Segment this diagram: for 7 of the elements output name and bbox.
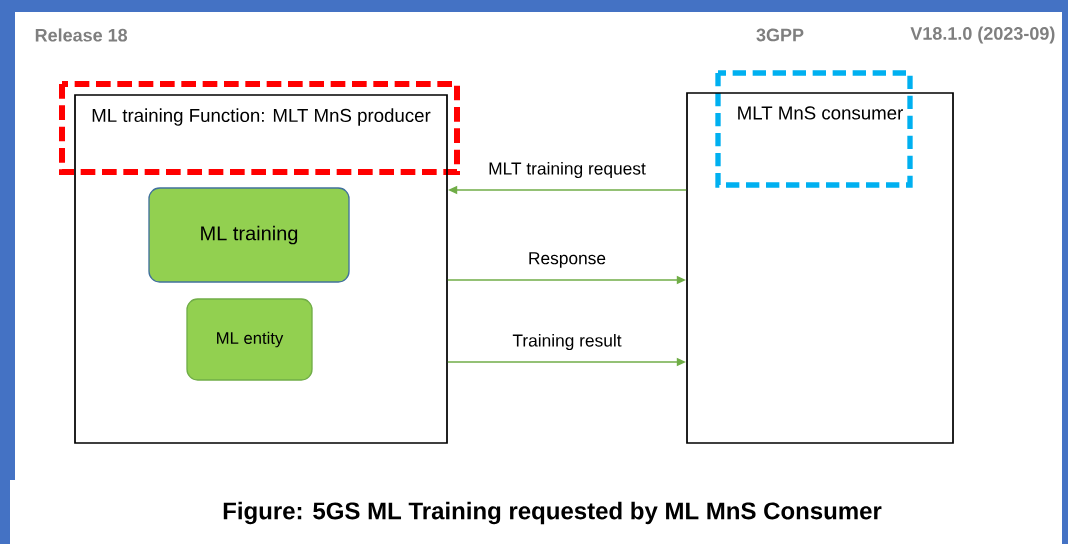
caption: Figure: 5GS ML Training requested by ML MnS Consumer [223,501,882,525]
header-text: 3GPP [756,28,804,42]
function-box: MLT MnS consumer [686,92,954,444]
header-text: Release 18 [35,28,128,42]
rounded-box: ML entity [186,298,313,381]
rounded-box: ML training [148,187,350,283]
header-text: V18.1.0 (2023-09) [910,26,1055,44]
